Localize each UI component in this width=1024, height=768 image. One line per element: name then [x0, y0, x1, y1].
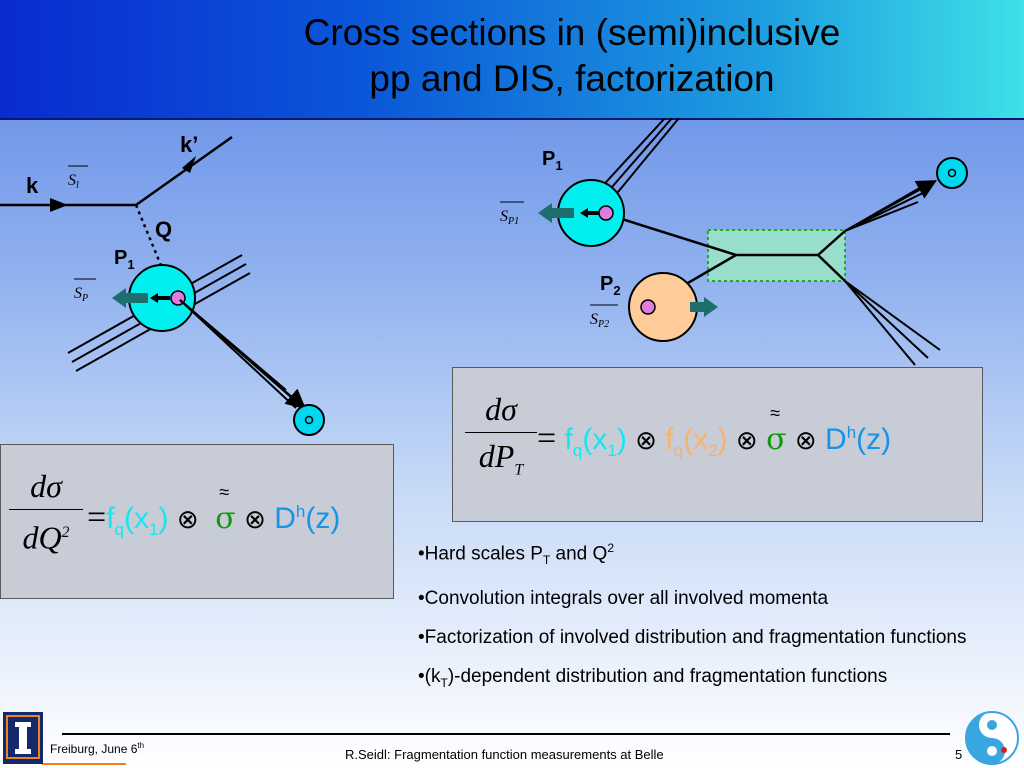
title-bar: Cross sections in (semi)inclusive pp and…: [0, 0, 1024, 120]
label-s-p2: SP2: [590, 311, 609, 330]
spin-arrow-sp1: [538, 203, 574, 223]
title-line-1: Cross sections in (semi)inclusive: [303, 12, 841, 53]
footer-divider: [62, 733, 950, 735]
formula-pp: dσ dPT = fq(x1) ⊗ fq(x2) ⊗ ≈σ ⊗ Dh(z): [452, 367, 983, 522]
parton-line-1: [605, 212, 737, 257]
bullet-convolution: •Convolution integrals over all involved…: [418, 588, 829, 610]
jet-line: [844, 280, 916, 366]
fraction-dis: dσ dQ2: [9, 467, 83, 557]
footer-date: Freiburg, June 6th: [50, 741, 145, 756]
hadron-p2-pp: [628, 272, 698, 342]
inner-spin-arrow: [150, 293, 170, 303]
footer-author-title: R.Seidl: Fragmentation function measurem…: [345, 747, 664, 762]
spin-arrow-sp: [112, 288, 148, 308]
bullet-list: •Hard scales PT and Q2 •Convolution inte…: [418, 536, 1008, 710]
title-line-2: pp and DIS, factorization: [369, 58, 775, 99]
jet-arrow: [844, 180, 938, 232]
label-k-prime: k’: [180, 132, 198, 157]
spin-arrow-sp2: [690, 297, 718, 317]
detected-hadron-dis: [293, 404, 325, 436]
formula-dis: dσ dQ2 =fq(x1) ⊗ ≈σ ⊗ Dh(z): [0, 444, 394, 599]
label-p2-pp: P2: [600, 273, 621, 298]
jet-line: [844, 280, 941, 351]
lepton-kprime-arrow: [182, 156, 196, 173]
dis-diagram: k k’ Q P1 Sl SP: [0, 132, 325, 436]
detected-hadron-pp: [936, 157, 968, 189]
jet-line: [844, 280, 929, 359]
detected-hadron-core: [947, 168, 957, 178]
label-p1-dis: P1: [114, 247, 135, 272]
label-s-p: SP: [74, 285, 88, 304]
jet-line: [844, 201, 919, 232]
lepton-k-arrow: [50, 198, 68, 212]
belle-logo-icon: [965, 711, 1019, 765]
pp-diagram: P1 P2 SP1 SP2: [500, 118, 968, 366]
quark-dot: [598, 205, 614, 221]
bullet-factorization: •Factorization of involved distribution …: [418, 627, 967, 649]
fraction-numerator: dσ: [485, 391, 517, 427]
label-s-l: Sl: [68, 172, 79, 191]
fraction-bar: [465, 432, 537, 433]
formula-rhs-dis: =fq(x1) ⊗ ≈σ ⊗ Dh(z): [87, 482, 341, 539]
jet-arrow: [179, 299, 307, 410]
bullet-hard-scales: •Hard scales PT and Q2: [418, 541, 614, 568]
label-q: Q: [155, 217, 172, 242]
bullet-kt-dependent: •(kT)-dependent distribution and fragmen…: [418, 666, 888, 690]
formula-rhs-pp: = fq(x1) ⊗ fq(x2) ⊗ ≈σ ⊗ Dh(z): [537, 403, 892, 460]
outgoing-parton: [817, 230, 846, 256]
university-illinois-logo-icon: [3, 712, 43, 764]
inner-spin-arrow: [580, 208, 600, 218]
footer-accent-line: [42, 763, 126, 765]
label-p1-pp: P1: [542, 148, 563, 173]
label-k: k: [26, 173, 39, 198]
slide-title: Cross sections in (semi)inclusive pp and…: [200, 10, 944, 102]
label-s-p1: SP1: [500, 208, 519, 227]
lepton-kprime-line: [135, 135, 233, 207]
fraction-pp: dσ dPT: [465, 390, 537, 489]
detected-hadron-core: [304, 415, 314, 425]
outgoing-parton: [817, 254, 846, 282]
quark-dot: [640, 299, 656, 315]
page-number: 5: [955, 747, 963, 762]
fraction-numerator: dσ: [30, 468, 62, 504]
feynman-diagrams: k k’ Q P1 Sl SP: [0, 118, 968, 436]
fraction-denominator: dPT: [478, 438, 524, 479]
fraction-denominator: dQ2: [22, 519, 70, 556]
fraction-bar: [9, 509, 83, 510]
